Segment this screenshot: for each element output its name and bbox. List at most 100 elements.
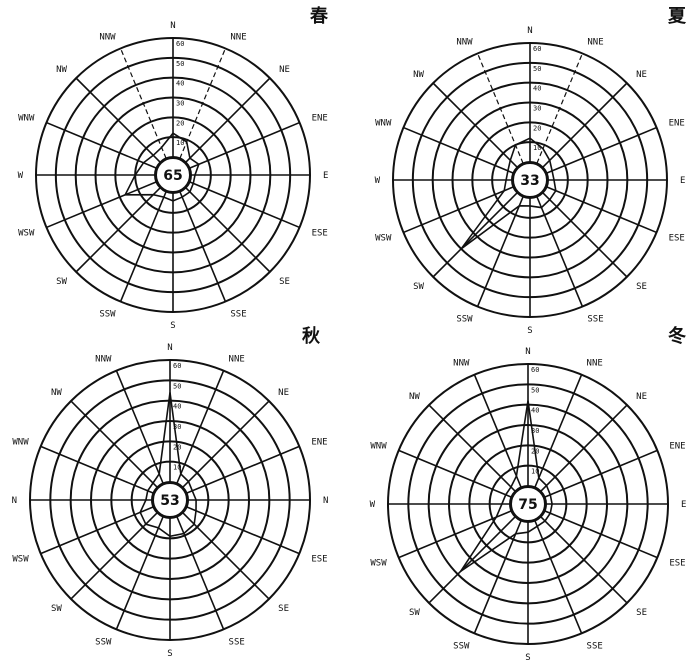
direction-label-SSW: SSW — [99, 310, 116, 320]
direction-label-SSW: SSW — [456, 315, 473, 325]
direction-label-S: S — [167, 649, 172, 659]
spoke-NNW — [473, 374, 522, 488]
radial-tick-label: 40 — [176, 80, 184, 88]
direction-label-W: W — [18, 171, 24, 181]
spoke-WNW — [398, 449, 512, 498]
direction-label-ESE: ESE — [669, 559, 685, 569]
spoke-NNE — [179, 48, 226, 159]
spoke-WSW — [398, 510, 512, 559]
direction-label-SE: SE — [636, 282, 647, 292]
spoke-SE — [540, 516, 628, 604]
spoke-ENE — [189, 121, 300, 169]
spoke-ESE — [186, 506, 300, 555]
radial-tick-label: 50 — [533, 65, 541, 73]
direction-label-ENE: ENE — [312, 114, 328, 124]
direction-label-NNW: NNW — [453, 359, 470, 369]
calm-circle — [155, 157, 191, 193]
spoke-ENE — [186, 445, 300, 494]
direction-label-NW: NW — [413, 70, 424, 80]
spoke-NE — [182, 400, 270, 488]
calm-circle — [512, 162, 548, 198]
direction-label-NNE: NNE — [230, 32, 246, 42]
spoke-WSW — [40, 506, 154, 555]
radial-tick-label: 40 — [533, 85, 541, 93]
radial-tick-label: 30 — [173, 423, 181, 431]
direction-label-ENE: ENE — [669, 441, 685, 451]
direction-label-W: W — [375, 176, 381, 186]
direction-label-NNW: NNW — [95, 355, 112, 365]
direction-label-SSW: SSW — [453, 641, 470, 651]
season-title: 秋 — [302, 325, 321, 347]
calm-value: 65 — [163, 168, 182, 184]
radial-tick-label: 40 — [531, 407, 539, 415]
spoke-SSW — [115, 516, 164, 630]
spoke-WNW — [46, 121, 157, 169]
spoke-NNW — [477, 53, 524, 164]
calm-circle — [152, 482, 188, 518]
direction-label-SW: SW — [409, 608, 420, 618]
radial-tick-label: 10 — [533, 144, 541, 152]
wind-frequency-polygon — [460, 137, 557, 250]
direction-label-NE: NE — [636, 392, 647, 402]
spoke-SSW — [119, 191, 167, 302]
radial-tick-label: 30 — [533, 105, 541, 113]
direction-label-WNW: WNW — [18, 114, 35, 124]
calm-value: 33 — [520, 173, 539, 189]
direction-label-SSE: SSE — [229, 637, 245, 647]
direction-label-WSW: WSW — [12, 555, 29, 565]
spoke-SE — [185, 187, 271, 273]
spoke-WSW — [403, 186, 514, 234]
direction-label-E: N — [323, 496, 328, 506]
radial-tick-label: 30 — [531, 427, 539, 435]
spoke-NE — [542, 82, 628, 168]
direction-label-S: S — [170, 321, 175, 331]
direction-label-SE: SE — [279, 277, 290, 287]
direction-label-NNW: NNW — [456, 37, 473, 47]
direction-label-WNW: WNW — [370, 441, 387, 451]
radial-tick-label: 50 — [531, 386, 539, 394]
direction-label-E: E — [680, 176, 685, 186]
spoke-SSE — [536, 196, 584, 307]
wind-rose-panel-3: 102030405060NNNENEENENESESESSESSSWSWWSWN… — [12, 325, 329, 659]
direction-label-W: W — [370, 500, 376, 510]
direction-label-SSE: SSE — [230, 310, 246, 320]
spoke-NW — [428, 404, 516, 492]
direction-label-NNE: NNE — [587, 359, 603, 369]
spoke-SSW — [473, 520, 522, 634]
wind-rose-panel-4: 102030405060NNNENEENEEESESESSESSSWSWWSWW… — [370, 325, 687, 662]
spoke-NNW — [120, 48, 167, 159]
spoke-SSE — [179, 191, 227, 302]
radial-tick-label: 50 — [176, 60, 184, 68]
spoke-ESE — [546, 186, 657, 234]
direction-label-WSW: WSW — [375, 233, 392, 243]
direction-label-NW: NW — [56, 65, 67, 75]
spoke-ENE — [546, 126, 657, 174]
wind-rose-panel-1: 102030405060NNNENEENEEESESESSESSSWSWWSWW… — [18, 5, 329, 331]
radial-tick-label: 50 — [173, 382, 181, 390]
radial-tick-label: 10 — [531, 468, 539, 476]
direction-label-WNW: WNW — [375, 119, 392, 129]
wind-frequency-polygon — [123, 132, 200, 202]
spoke-SSW — [476, 196, 524, 307]
direction-label-WNW: WNW — [12, 437, 29, 447]
spoke-ESE — [189, 181, 300, 229]
direction-label-NW: NW — [51, 388, 62, 398]
spoke-NE — [540, 404, 628, 492]
direction-label-NE: NE — [636, 70, 647, 80]
direction-label-N: N — [170, 21, 175, 31]
direction-label-ENE: ENE — [669, 119, 685, 129]
spoke-WNW — [40, 445, 154, 494]
wind-rose-panel-2: 102030405060NNNENEENEEESESESSESSSWSWWSWW… — [375, 6, 687, 336]
direction-label-SE: SE — [636, 608, 647, 618]
season-title: 春 — [310, 5, 329, 27]
season-title: 冬 — [668, 325, 686, 347]
direction-label-E: E — [681, 500, 686, 510]
radial-tick-label: 30 — [176, 100, 184, 108]
spoke-SW — [428, 516, 516, 604]
spoke-SSE — [534, 520, 583, 634]
direction-label-N: N — [527, 26, 532, 36]
spoke-WSW — [46, 181, 157, 229]
spoke-WNW — [403, 126, 514, 174]
direction-label-SSE: SSE — [587, 641, 603, 651]
